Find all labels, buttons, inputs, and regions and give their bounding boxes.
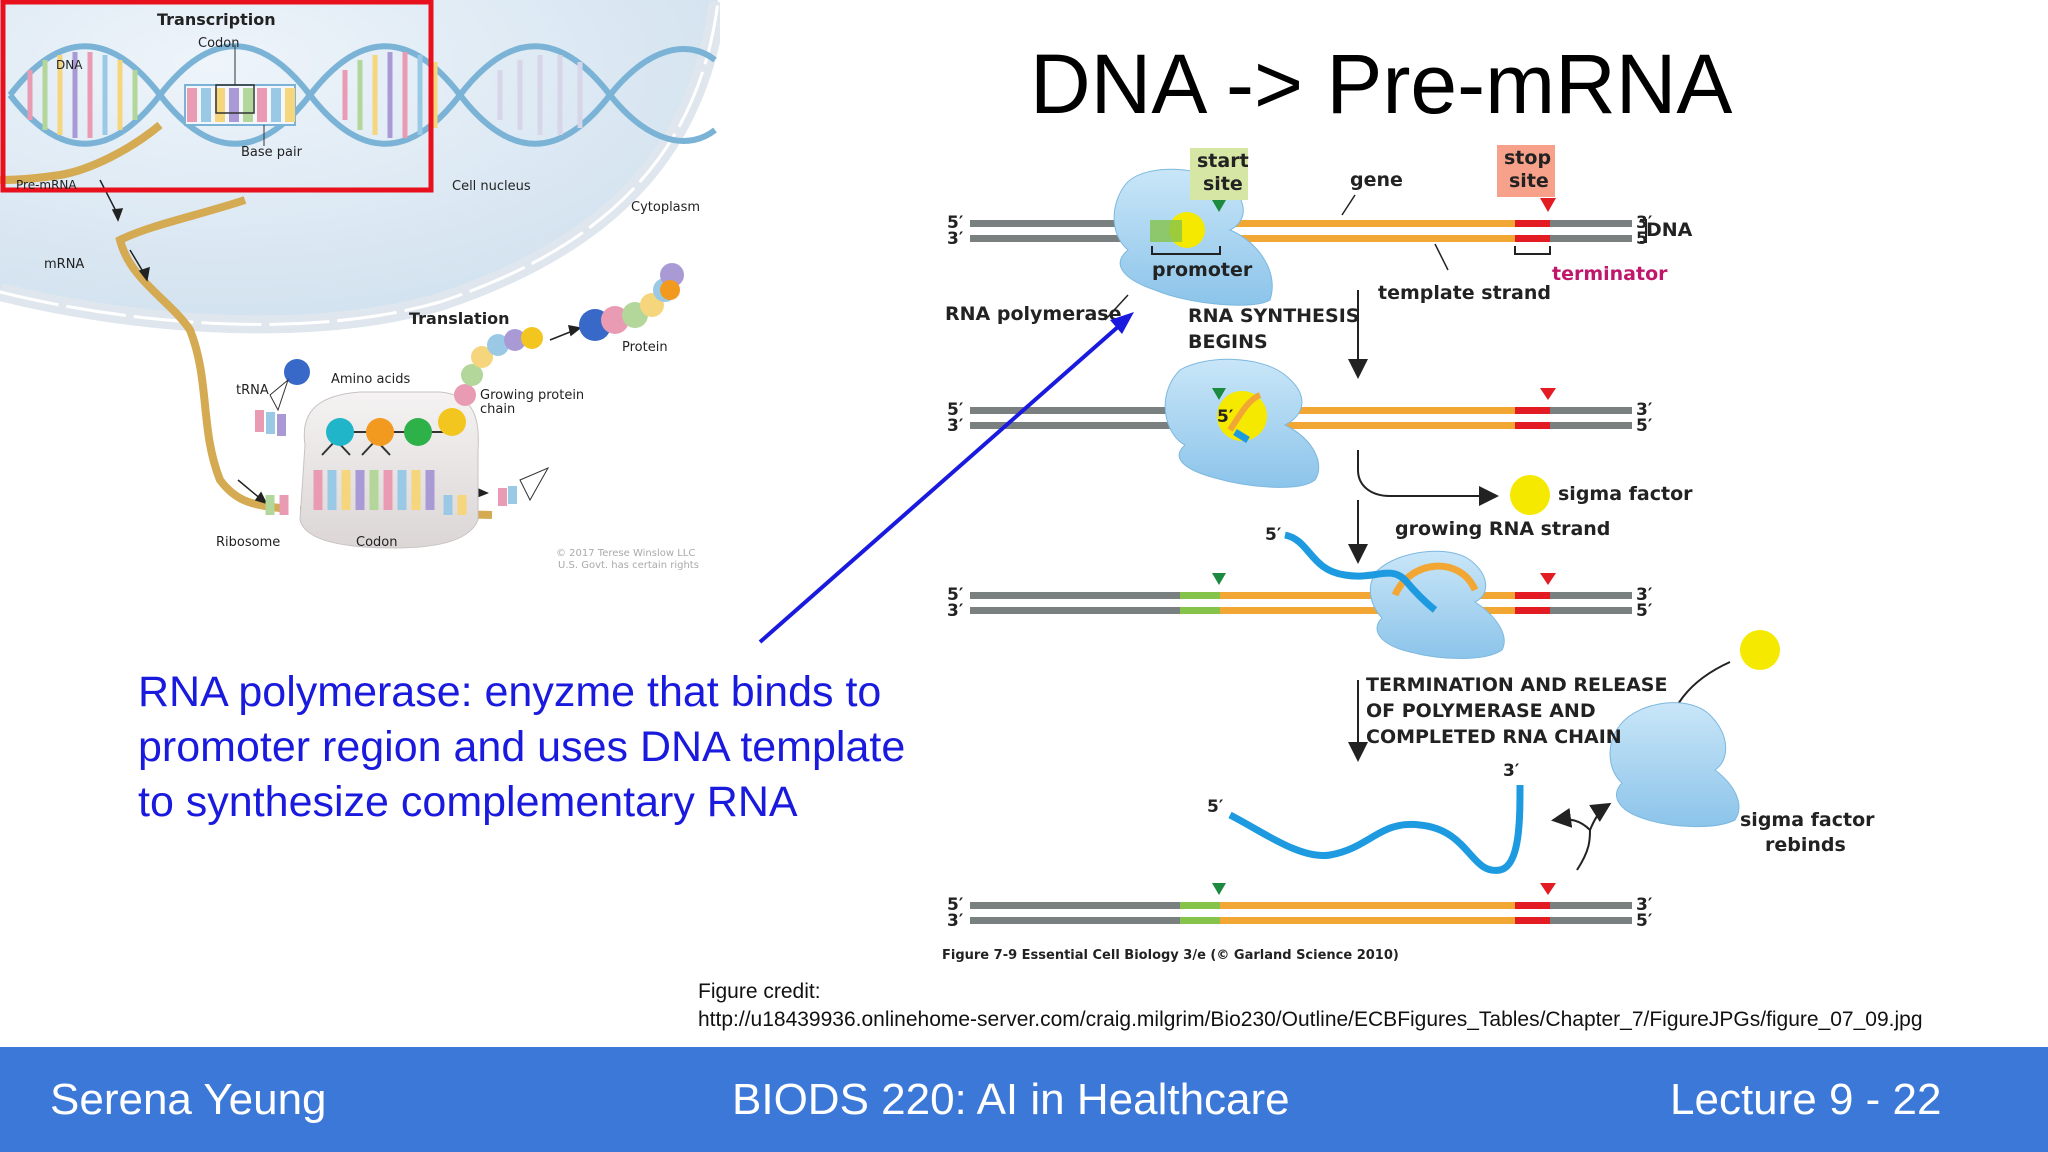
- slide-title: DNA -> Pre-mRNA: [1030, 37, 1733, 131]
- footer-author: Serena Yeung: [50, 1075, 327, 1124]
- amino-acid-chain: [284, 263, 684, 446]
- row3-left-3: 3′: [947, 601, 964, 621]
- label-growing-rna: growing RNA strand: [1395, 518, 1610, 540]
- label-pre-mrna: Pre-mRNA: [16, 178, 77, 192]
- row4-left-3: 3′: [947, 911, 964, 931]
- start-site-marker: [1212, 200, 1226, 212]
- label-sigma-rebinds-1: sigma factor: [1740, 809, 1875, 831]
- row2-left-3: 3′: [947, 416, 964, 436]
- row1-left-3: 3′: [947, 229, 964, 249]
- label-dna: DNA: [56, 58, 83, 72]
- row4-right-3: 3′: [1636, 895, 1653, 915]
- row1-right-5: 5′: [1636, 229, 1653, 249]
- completed-rna-chain: [1228, 784, 1524, 874]
- stop-site-marker-2: [1540, 388, 1556, 400]
- stop-site-box: [1497, 145, 1555, 197]
- mrna-strand: [115, 196, 281, 512]
- label-gene: gene: [1350, 169, 1403, 191]
- row3-right-3: 3′: [1636, 585, 1653, 605]
- row1-right-3: 3′: [1636, 213, 1653, 233]
- label-trna: tRNA: [236, 383, 269, 398]
- row3-left-5: 5′: [947, 585, 964, 605]
- dna-row-4: [970, 902, 1632, 924]
- row2-rna-5: 5′: [1217, 407, 1234, 427]
- start-site-marker-2: [1212, 388, 1226, 400]
- label-terminator: terminator: [1552, 263, 1668, 285]
- rna-polymerase-3: [1369, 550, 1505, 659]
- label-start: start: [1197, 150, 1249, 172]
- label-translation: Translation: [409, 309, 510, 328]
- trna: [255, 378, 550, 506]
- row3-right-5: 5′: [1636, 601, 1653, 621]
- row4-left-5: 5′: [947, 895, 964, 915]
- label-stop-site: site: [1509, 170, 1549, 192]
- rna-polymerase-1: [1113, 168, 1273, 306]
- label-termination-3: COMPLETED RNA CHAIN: [1366, 726, 1622, 748]
- row3-rna-5: 5′: [1265, 525, 1282, 545]
- label-rna-synthesis: RNA SYNTHESIS: [1188, 305, 1359, 327]
- label-copyright-2: U.S. Govt. has certain rights: [558, 560, 699, 571]
- label-chain: chain: [480, 402, 515, 417]
- row4-right-5: 5′: [1636, 911, 1653, 931]
- rna-polymerase-free: [1609, 702, 1740, 827]
- label-codon-top: Codon: [198, 36, 239, 51]
- footer-lecture: Lecture 9 - 22: [1670, 1075, 1942, 1124]
- label-template-strand: template strand: [1378, 282, 1551, 304]
- label-dna-right: DNA: [1646, 219, 1693, 241]
- stop-site-marker: [1540, 198, 1556, 212]
- label-growing-protein: Growing protein: [480, 388, 584, 403]
- label-stop: stop: [1504, 147, 1551, 169]
- rna-polymerase-2: [1164, 358, 1320, 488]
- label-termination-2: OF POLYMERASE AND: [1366, 700, 1596, 722]
- sigma-factor-rebinding: [1740, 630, 1780, 670]
- label-copyright-1: © 2017 Terese Winslow LLC: [556, 548, 695, 559]
- label-protein: Protein: [622, 340, 668, 355]
- growing-rna-strand: [1283, 531, 1438, 613]
- label-transcription: Transcription: [157, 10, 276, 29]
- cell-diagram: Transcription Codon DNA Base pair Pre-mR…: [0, 0, 720, 571]
- sigma-factor-released: [1510, 475, 1550, 515]
- label-sigma-factor: sigma factor: [1558, 483, 1693, 505]
- label-termination-1: TERMINATION AND RELEASE: [1366, 674, 1667, 696]
- row2-right-3: 3′: [1636, 400, 1653, 420]
- credit-label: Figure credit:: [698, 980, 821, 1003]
- transcription-figure: start site gene stop site promoter templ…: [942, 145, 1875, 963]
- annotation-text: RNA polymerase: enyzme that binds to pro…: [138, 668, 906, 826]
- footer-bar: Serena Yeung BIODS 220: AI in Healthcare…: [0, 1047, 2048, 1152]
- label-promoter: promoter: [1152, 259, 1253, 281]
- figure-credit: Figure credit: http://u18439936.onlineho…: [698, 978, 1923, 1034]
- label-cell-nucleus: Cell nucleus: [452, 179, 531, 194]
- pointer-arrow: [758, 312, 1134, 644]
- label-rna-polymerase: RNA polymerase: [945, 303, 1121, 325]
- label-sigma-rebinds-2: rebinds: [1765, 834, 1846, 856]
- label-base-pair: Base pair: [241, 145, 303, 160]
- rna-end-3: 3′: [1503, 761, 1520, 781]
- rna-end-5: 5′: [1207, 797, 1224, 817]
- start-site-marker-3: [1212, 573, 1226, 585]
- strand-end-labels: 5′ 3′ 3′ 5′ 5′ 3′ 3′ 5′ 5′ 5′ 5′ 3′ 3′ 5…: [947, 213, 1653, 931]
- label-begins: BEGINS: [1188, 331, 1268, 353]
- footer-course: BIODS 220: AI in Healthcare: [732, 1075, 1290, 1124]
- dna-helix: [7, 43, 717, 147]
- stop-site-marker-3: [1540, 573, 1556, 585]
- start-site-box: [1190, 148, 1248, 200]
- label-start-site: site: [1203, 173, 1243, 195]
- dna-row-3: [970, 592, 1632, 614]
- label-codon-bottom: Codon: [356, 535, 397, 550]
- start-site-marker-4: [1212, 883, 1226, 895]
- row2-right-5: 5′: [1636, 416, 1653, 436]
- dna-row-1: [970, 220, 1632, 242]
- label-figure-caption: Figure 7-9 Essential Cell Biology 3/e (©…: [942, 948, 1399, 963]
- transcription-highlight-box: [0, 0, 434, 193]
- label-mrna: mRNA: [44, 257, 84, 272]
- label-cytoplasm: Cytoplasm: [631, 200, 700, 215]
- row2-left-5: 5′: [947, 400, 964, 420]
- credit-url[interactable]: http://u18439936.onlinehome-server.com/c…: [698, 1008, 1923, 1031]
- label-amino-acids: Amino acids: [331, 372, 410, 387]
- row1-left-5: 5′: [947, 213, 964, 233]
- sigma-release-arrow: [1357, 450, 1499, 506]
- pre-mrna-strand: [0, 121, 163, 184]
- stop-site-marker-4: [1540, 883, 1556, 895]
- label-ribosome: Ribosome: [216, 535, 280, 550]
